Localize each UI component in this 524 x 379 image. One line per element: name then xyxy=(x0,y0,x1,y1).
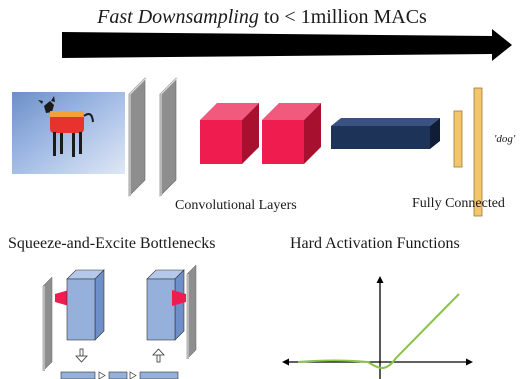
arrow-right-icon xyxy=(98,371,106,379)
x-axis-right-arrow-icon xyxy=(466,358,473,366)
fc-layer-2 xyxy=(473,87,483,217)
dog-figure xyxy=(38,96,94,157)
se-blue-block-left xyxy=(66,269,105,341)
arrow-up-icon xyxy=(152,348,165,363)
fc-layer-1 xyxy=(453,110,463,168)
se-excite-bar xyxy=(108,371,128,379)
se-blue-block-right xyxy=(146,269,185,341)
hard-activation-label: Hard Activation Functions xyxy=(290,235,460,252)
conv-layer-5 xyxy=(331,118,440,149)
diagram-title: Fast Downsampling to < 1million MACs xyxy=(0,6,524,29)
se-bottleneck-illustration xyxy=(42,264,197,379)
title-rest: to < 1million MACs xyxy=(258,6,427,28)
y-axis-up-arrow-icon xyxy=(376,276,384,283)
se-accent-left xyxy=(55,290,69,306)
se-gray-slab-right xyxy=(186,264,197,360)
hard-swish-curve xyxy=(297,293,460,370)
output-class-label: 'dog' xyxy=(494,133,516,145)
downsampling-arrow-icon xyxy=(62,29,512,61)
conv-layer-3 xyxy=(200,103,259,164)
title-emphasis: Fast Downsampling xyxy=(97,6,259,28)
conv-layer-4 xyxy=(262,103,321,164)
conv-layer-1 xyxy=(128,77,147,197)
se-scale-bar xyxy=(139,371,179,379)
se-accent-right xyxy=(172,290,186,306)
fully-connected-label: Fully Connected xyxy=(412,196,505,211)
x-axis-left-arrow-icon xyxy=(282,358,289,366)
arrow-down-icon xyxy=(75,348,88,363)
activation-plot xyxy=(282,276,473,379)
se-squeeze-bar xyxy=(60,371,96,379)
conv-layer-2 xyxy=(159,77,178,197)
se-gray-slab-left xyxy=(42,276,53,372)
squeeze-excite-label: Squeeze-and-Excite Bottlenecks xyxy=(8,235,216,252)
input-image xyxy=(12,92,125,174)
conv-layers-label: Convolutional Layers xyxy=(175,198,297,213)
arrow-right-icon xyxy=(129,371,137,379)
